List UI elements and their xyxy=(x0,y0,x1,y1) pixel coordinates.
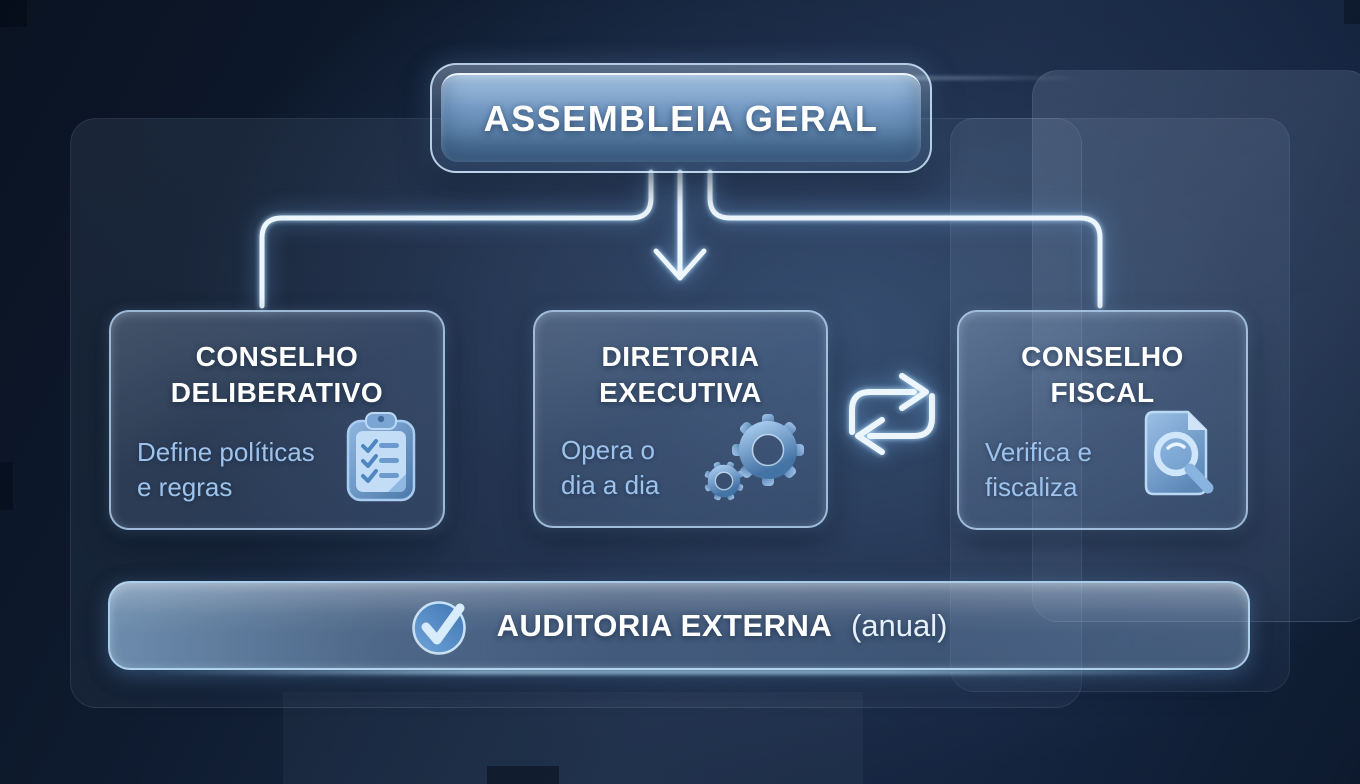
assembleia-geral-title: ASSEMBLEIA GERAL xyxy=(483,97,879,139)
subtitle-line-2: fiscaliza xyxy=(985,471,1078,502)
subtitle-line-1: Verifica e xyxy=(985,437,1092,468)
diretoria-executiva-subtitle: Opera o dia a dia xyxy=(561,433,659,502)
title-line-2: FISCAL xyxy=(1050,377,1155,409)
node-conselho-fiscal: CONSELHO FISCAL Verifica e fiscaliza xyxy=(957,310,1248,530)
subtitle-line-2: e regras xyxy=(137,471,233,502)
auditoria-externa-bar: AUDITORIA EXTERNA (anual) xyxy=(108,581,1250,670)
clipboard-checklist-icon xyxy=(346,412,416,502)
title-line-2: EXECUTIVA xyxy=(599,377,762,409)
title-line-1: CONSELHO xyxy=(1021,341,1184,372)
bg-dark-square-bottom xyxy=(487,766,559,784)
node-assembleia-geral: ASSEMBLEIA GERAL xyxy=(430,63,932,173)
bg-dark-square-top-left xyxy=(0,0,27,27)
document-search-icon xyxy=(1144,410,1214,496)
left-arrowhead-icon xyxy=(855,417,885,455)
check-circle-icon xyxy=(411,600,466,655)
connector-left-line xyxy=(259,169,654,309)
subtitle-line-1: Opera o xyxy=(561,435,655,466)
connector-right-line xyxy=(707,169,1103,309)
auditoria-externa-label: AUDITORIA EXTERNA (anual) xyxy=(497,608,948,644)
bidirectional-sync-icon xyxy=(849,373,935,455)
node-assembleia-geral-face: ASSEMBLEIA GERAL xyxy=(441,73,921,162)
auditoria-externa-label-bold: AUDITORIA EXTERNA xyxy=(496,607,833,643)
conselho-deliberativo-title: CONSELHO DELIBERATIVO xyxy=(111,339,443,412)
diretoria-executiva-body: Opera o dia a dia xyxy=(561,408,804,502)
title-line-2: DELIBERATIVO xyxy=(170,377,384,409)
conselho-deliberativo-body: Define políticas e regras xyxy=(137,410,421,504)
sync-top-arrow xyxy=(849,389,917,435)
right-arrowhead-icon xyxy=(899,373,929,411)
down-arrowhead-icon xyxy=(653,248,707,281)
subtitle-line-1: Define políticas xyxy=(137,437,315,468)
subtitle-line-2: dia a dia xyxy=(561,469,660,500)
auditoria-externa-label-normal: (anual) xyxy=(850,607,948,643)
title-line-1: CONSELHO xyxy=(195,341,359,372)
bg-dark-square-left xyxy=(0,462,13,510)
node-diretoria-executiva: DIRETORIA EXECUTIVA Opera o dia a dia xyxy=(533,310,828,528)
gears-icon xyxy=(704,414,804,501)
bg-glass-strip-bottom xyxy=(283,692,863,784)
conselho-fiscal-body: Verifica e fiscaliza xyxy=(985,408,1224,504)
sync-bottom-arrow xyxy=(867,393,935,439)
title-line-1: DIRETORIA xyxy=(601,341,760,372)
conselho-fiscal-subtitle: Verifica e fiscaliza xyxy=(985,435,1092,504)
diretoria-executiva-title: DIRETORIA EXECUTIVA xyxy=(535,339,826,412)
node-conselho-deliberativo: CONSELHO DELIBERATIVO Define políticas e… xyxy=(109,310,445,530)
conselho-deliberativo-subtitle: Define políticas e regras xyxy=(137,435,315,504)
conselho-fiscal-title: CONSELHO FISCAL xyxy=(959,339,1246,412)
bg-dark-square-top-right xyxy=(1344,0,1360,24)
